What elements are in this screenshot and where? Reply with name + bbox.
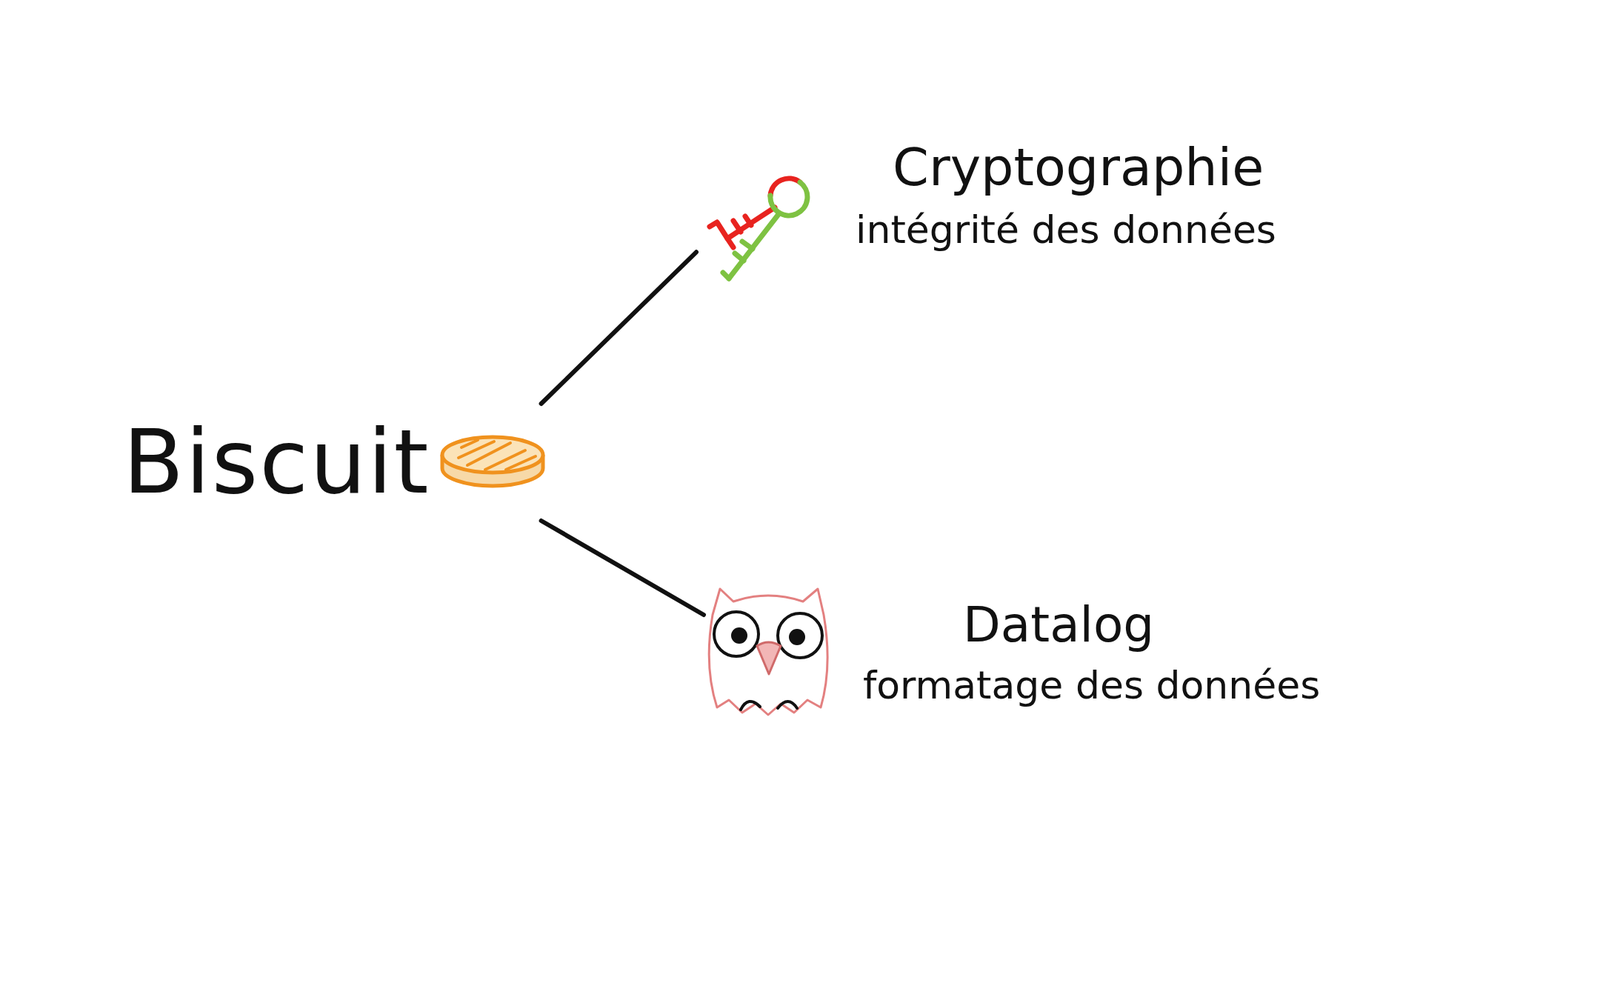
root-node: Biscuit	[118, 403, 557, 521]
node-title: Cryptographie	[892, 137, 1277, 198]
node-title: Biscuit	[122, 411, 431, 514]
node-title: Datalog	[962, 597, 1320, 654]
connector-line	[541, 520, 704, 615]
node-subtitle: formatage des données	[862, 663, 1320, 709]
owl-icon	[708, 588, 828, 715]
node-subtitle: intégrité des données	[855, 208, 1277, 253]
connector-line	[541, 251, 697, 404]
biscuit-icon	[433, 425, 552, 500]
branch-node: Datalog formatage des données	[703, 592, 1329, 716]
branch-node: Cryptographie intégrité des données	[696, 133, 1286, 260]
key-icon	[709, 178, 808, 279]
